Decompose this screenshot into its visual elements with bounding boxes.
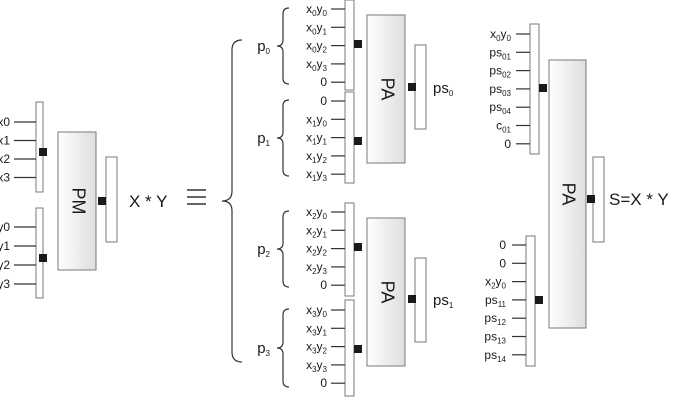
pa0-input-label: x0​y1​ <box>306 20 327 36</box>
final-input-label: ps04​ <box>489 100 511 116</box>
pa1-top-input-bar <box>344 202 355 297</box>
final-input-label: 0 <box>499 238 506 252</box>
final-input-label: x0​y0​ <box>490 27 511 43</box>
pm-output-port <box>98 197 106 205</box>
final-block-label: PA <box>558 183 578 206</box>
pa1-input-label: 0 <box>320 376 327 390</box>
pm-y-input-label: y1 <box>0 239 10 253</box>
pa0-top-input-bar <box>344 0 355 91</box>
pa1-output-port <box>408 295 416 303</box>
p2-label: p2​ <box>257 241 270 259</box>
pa0-input-label: x1​y0​ <box>306 112 327 128</box>
final-input-label: x2​y0​ <box>485 275 506 291</box>
pa0-output-bar <box>414 44 427 130</box>
pa0-bottom-input-bar <box>344 91 355 184</box>
pa1-input-label: x2​y2​ <box>306 242 327 258</box>
final-output-label: S=X * Y <box>609 190 669 209</box>
final-top-port <box>539 84 547 92</box>
final-bottom-port <box>535 296 543 304</box>
pa0-input-label: 0 <box>320 94 327 108</box>
pa0-input-label: x0​y2​ <box>306 39 327 55</box>
pa1-input-label: 0 <box>320 278 327 292</box>
pa1-input-label: x2​y0​ <box>306 205 327 221</box>
pa1-input-label: x3​y3​ <box>306 358 327 374</box>
p0-brace <box>276 7 290 85</box>
final-output-port <box>587 195 595 203</box>
p1-brace <box>276 99 290 177</box>
pm-x-input-label: x1 <box>0 134 10 148</box>
final-bottom-input-bar <box>525 235 536 367</box>
pa1-output-bar <box>414 257 427 343</box>
pa0-input-label: x0​y0​ <box>306 2 327 18</box>
pa1-top-port <box>354 243 362 251</box>
pa1-bottom-input-bar <box>344 299 355 397</box>
pa0-input-label: x1​y3​ <box>306 167 327 183</box>
final-input-label: ps01​ <box>489 45 511 61</box>
pm-x-input-label: x3 <box>0 171 10 185</box>
pm-y-input-label: y2 <box>0 258 10 272</box>
pm-x-input-label: x2 <box>0 152 10 166</box>
pm-y-input-label: y3 <box>0 277 10 291</box>
pa0-input-label: 0 <box>320 75 327 89</box>
pa0-input-label: x1​y2​ <box>306 149 327 165</box>
p3-label: p3​ <box>257 340 270 358</box>
final-input-label: ps03​ <box>489 82 511 98</box>
pa0-top-port <box>354 40 362 48</box>
final-input-label: ps11​ <box>485 293 507 309</box>
pa1-input-label: x3​y0​ <box>306 303 327 319</box>
final-input-label: 0 <box>504 137 511 151</box>
pm-y-input-bar <box>35 207 44 299</box>
p3-brace <box>276 308 290 388</box>
p1-label: p1​ <box>257 130 270 148</box>
pa0-block <box>366 14 406 164</box>
final-input-label: ps12​ <box>484 311 506 327</box>
pm-block-label: PM <box>68 188 88 215</box>
pa1-block <box>366 217 406 367</box>
p2-brace <box>276 210 290 288</box>
pm-output-label: X * Y <box>129 192 167 211</box>
pm-x-input-label: x0 <box>0 115 10 129</box>
final-top-input-bar <box>529 23 540 155</box>
pm-y-input-label: y0 <box>0 220 10 234</box>
pm-y-input-port <box>39 254 47 262</box>
final-input-label: c01​ <box>496 119 511 135</box>
pa0-output-port <box>408 83 416 91</box>
pa0-input-label: x0​y3​ <box>306 57 327 73</box>
pm-output-bar <box>105 156 118 243</box>
pa0-input-label: x1​y1​ <box>306 131 327 147</box>
pa1-input-label: x3​y1​ <box>306 321 327 337</box>
pa1-input-label: x2​y1​ <box>306 223 327 239</box>
pa1-output-label: ps1​ <box>433 292 454 310</box>
final-input-label: ps13​ <box>484 330 506 346</box>
pm-x-input-port <box>39 148 47 156</box>
pm-x-input-bar <box>35 101 44 193</box>
final-block <box>548 59 587 329</box>
final-input-label: 0 <box>499 256 506 270</box>
pa1-input-label: x2​y3​ <box>306 260 327 276</box>
pa0-bottom-port <box>354 137 362 145</box>
pa0-output-label: ps0​ <box>433 80 454 98</box>
pa1-block-label: PA <box>377 281 397 304</box>
final-input-label: ps14​ <box>484 348 506 364</box>
main-brace <box>221 39 243 363</box>
pa1-bottom-port <box>354 345 362 353</box>
pa1-input-label: x3​y2​ <box>306 340 327 356</box>
p0-label: p0​ <box>257 38 270 56</box>
pm-block <box>57 131 97 271</box>
final-input-label: ps02​ <box>489 64 511 80</box>
pa0-block-label: PA <box>377 78 397 101</box>
